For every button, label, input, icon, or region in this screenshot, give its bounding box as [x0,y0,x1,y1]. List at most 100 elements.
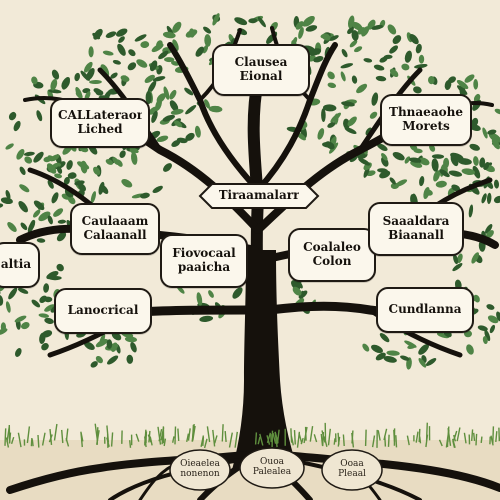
leaf [472,165,481,179]
leaf [392,151,405,161]
grass-blade [163,438,167,447]
leaf [80,160,88,174]
label-far-left-text: altia [0,258,32,272]
grass-blade [149,436,153,446]
leaf [418,54,425,64]
center-banner-shape [198,183,320,209]
leaf [435,180,447,188]
leaf [404,156,411,164]
leaf [174,120,183,128]
leaf [84,61,93,73]
leaf [494,108,500,115]
leaf [75,91,83,99]
leaf [95,89,104,96]
leaf [80,70,90,81]
leaf [410,160,423,168]
leaf [321,33,331,41]
leaf [130,151,138,165]
leaf [479,157,486,168]
leaf [5,143,14,150]
leaf [401,63,410,71]
leaf [431,154,445,159]
grass-blade [473,432,476,441]
leaf [15,348,22,357]
grass-blade [30,437,33,447]
leaf [330,112,341,123]
leaf [418,357,427,368]
leaf [298,290,308,299]
grass-blade [387,434,390,447]
leaf [44,317,54,324]
leaf [486,192,492,205]
grass-blade [186,433,190,443]
root-label-center-line-2: Palealea [252,466,292,477]
label-top-center-line-1: Clausea [234,56,288,70]
grass-blade [158,428,163,442]
grass-blade [377,430,381,441]
grass-blade [274,431,278,448]
leaf [41,343,49,351]
label-upper-left: CALLateraon Liched [50,98,150,148]
root-label-left-line-2: nonenon [180,468,220,479]
label-top-center-line-2: Eional [239,70,283,83]
grass-blade [10,436,15,445]
label-mid-center-right-line-2: Colon [312,255,352,268]
leaf [169,100,179,112]
leaf [464,74,475,83]
root-label-right: Ooaa Pleaal [324,459,380,480]
leaf [387,24,397,35]
leaf [162,163,173,172]
label-mid-left: Caulaaam Calaanall [70,203,160,255]
grass-blade [224,431,227,442]
leaf [456,79,469,90]
grass-blade [309,425,314,442]
leaf [362,343,370,352]
leaf [5,301,11,313]
leaf [491,138,500,150]
leaf [343,118,350,129]
leaf [323,104,337,112]
grass-blade [49,429,53,445]
leaf [90,361,98,368]
grass-blade [290,428,293,443]
leaf [16,148,25,160]
leaf [404,340,417,348]
leaf [105,159,114,165]
label-mid-right-line-1: Saaaldara [382,215,450,229]
leaf [383,356,397,363]
leaf [473,294,480,303]
leaf [139,192,150,199]
leaf [43,283,50,293]
grass-blade [53,423,58,441]
leaf [383,54,393,60]
leaf [477,325,488,331]
leaf [471,252,480,264]
leaf [27,220,36,233]
leaf [457,253,463,264]
leaf [196,292,203,306]
leaf [292,37,298,45]
grass-blade [266,432,272,443]
leaf [487,129,497,135]
leaf [36,238,46,243]
leaf [234,17,248,26]
leaf [488,132,500,143]
leaf [371,24,384,30]
grass-blade [202,436,205,446]
grass-blade [480,436,483,443]
grass-blade [41,432,46,446]
leaf [413,86,422,94]
leaf [461,168,476,176]
grass-blade [17,432,22,448]
grass-blade [492,426,495,444]
leaf [321,108,326,122]
leaf [340,63,354,69]
leaf [0,295,4,306]
grass-blade [26,426,31,444]
leaf [482,127,488,139]
leaf [371,344,383,354]
leaf [130,147,139,154]
leaf [409,157,422,163]
leaf [209,105,221,111]
leaf [152,76,166,82]
